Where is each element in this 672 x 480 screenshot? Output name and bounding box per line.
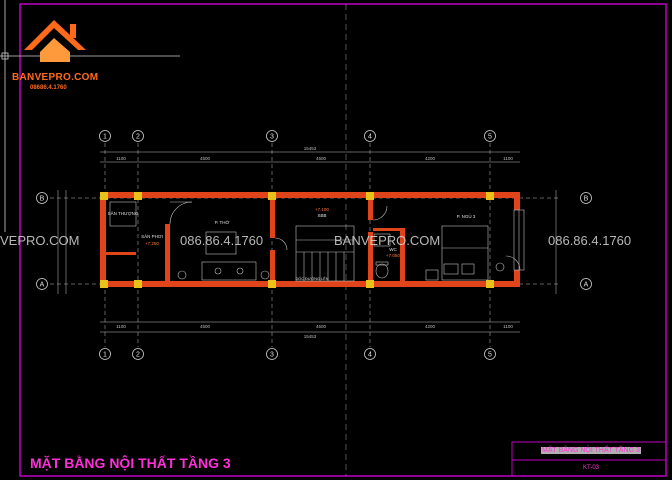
stair-sub: SBB (317, 213, 326, 218)
grid-label-a-right: A (584, 282, 589, 289)
grid-label-a-left: A (40, 282, 45, 289)
staircase (295, 225, 355, 282)
dim-bottom-4: 4200 (425, 324, 436, 329)
dim-top-overall: 15453 (304, 146, 317, 151)
drawing-title: MẶT BẰNG NỘI THẤT TẦNG 3 (30, 455, 231, 471)
grid-label-4-bottom: 4 (368, 352, 372, 359)
grid-bubbles-rows (36, 192, 592, 290)
grid-bubbles-top (99, 130, 496, 142)
watermark-phone-1: 086.86.4.1760 (180, 233, 264, 248)
stair-note: DỐC ĐƯỜNG LÊN (296, 276, 329, 281)
room-label-storage: SÂN THƯỢNG (108, 210, 139, 216)
watermark-left: VEPRO.COM (0, 233, 80, 248)
grid-label-3-top: 3 (270, 134, 274, 141)
title-block-name: MẶT BẰNG NỘI THẤT TẦNG 3 (541, 447, 641, 454)
grid-label-b-left: B (40, 196, 45, 203)
room-label-balcony: SÂN PHƠI (141, 233, 163, 239)
brand-phone: 08686.4.1760 (30, 85, 67, 91)
altar-table (177, 231, 270, 281)
grid-label-4-top: 4 (368, 134, 372, 141)
dim-top-4: 4200 (425, 156, 436, 161)
dim-bottom-2: 4500 (200, 324, 211, 329)
stair-level: +7.100 (315, 207, 329, 212)
brand-logo-text: BANVEPRO.COM (12, 72, 99, 83)
door-swings (169, 201, 388, 251)
crosshair-box (1, 52, 9, 60)
grid-label-b-right: B (584, 196, 589, 203)
window-right (505, 209, 525, 271)
dim-bottom-5: 1100 (503, 324, 513, 329)
dim-bottom-1: 1100 (116, 324, 126, 329)
grid-label-3-bottom: 3 (270, 352, 274, 359)
grid-bubbles-bottom (99, 348, 496, 360)
sheet-frame (19, 3, 667, 477)
columns (100, 192, 494, 288)
grid-label-5-top: 5 (488, 134, 492, 141)
house-roof-icon (24, 20, 86, 62)
grid-label-2-top: 2 (136, 134, 140, 141)
dim-top-2: 4500 (200, 156, 211, 161)
title-block-code: KT-03 (583, 465, 600, 471)
grid-lines (50, 143, 560, 347)
dimension-lines (57, 151, 557, 333)
grid-label-1-bottom: 1 (103, 352, 107, 359)
room-label-worship: P. THỜ (215, 219, 230, 225)
grid-label-2-bottom: 2 (136, 352, 140, 359)
storage-cabinet (109, 201, 137, 227)
room-label-wc: WC (389, 247, 397, 252)
dim-bottom-overall: 15453 (304, 334, 317, 339)
title-block (511, 441, 667, 477)
room-level-wc: +7.050 (386, 253, 400, 258)
watermark-phone-2: 086.86.4.1760 (548, 233, 632, 248)
dim-top-5: 1100 (503, 156, 513, 161)
walls (100, 192, 520, 287)
room-level-balcony: +7.250 (145, 241, 159, 246)
bed (425, 225, 505, 281)
room-label-bedroom: P. NGỦ 3 (457, 213, 476, 219)
dim-bottom-3: 4500 (316, 324, 327, 329)
watermark-middle: BANVEPRO.COM (334, 233, 441, 248)
grid-label-5-bottom: 5 (488, 352, 492, 359)
dim-top-3: 4500 (316, 156, 327, 161)
grid-label-1-top: 1 (103, 134, 107, 141)
dim-top-1: 1100 (116, 156, 126, 161)
wc-fixtures (373, 233, 391, 279)
